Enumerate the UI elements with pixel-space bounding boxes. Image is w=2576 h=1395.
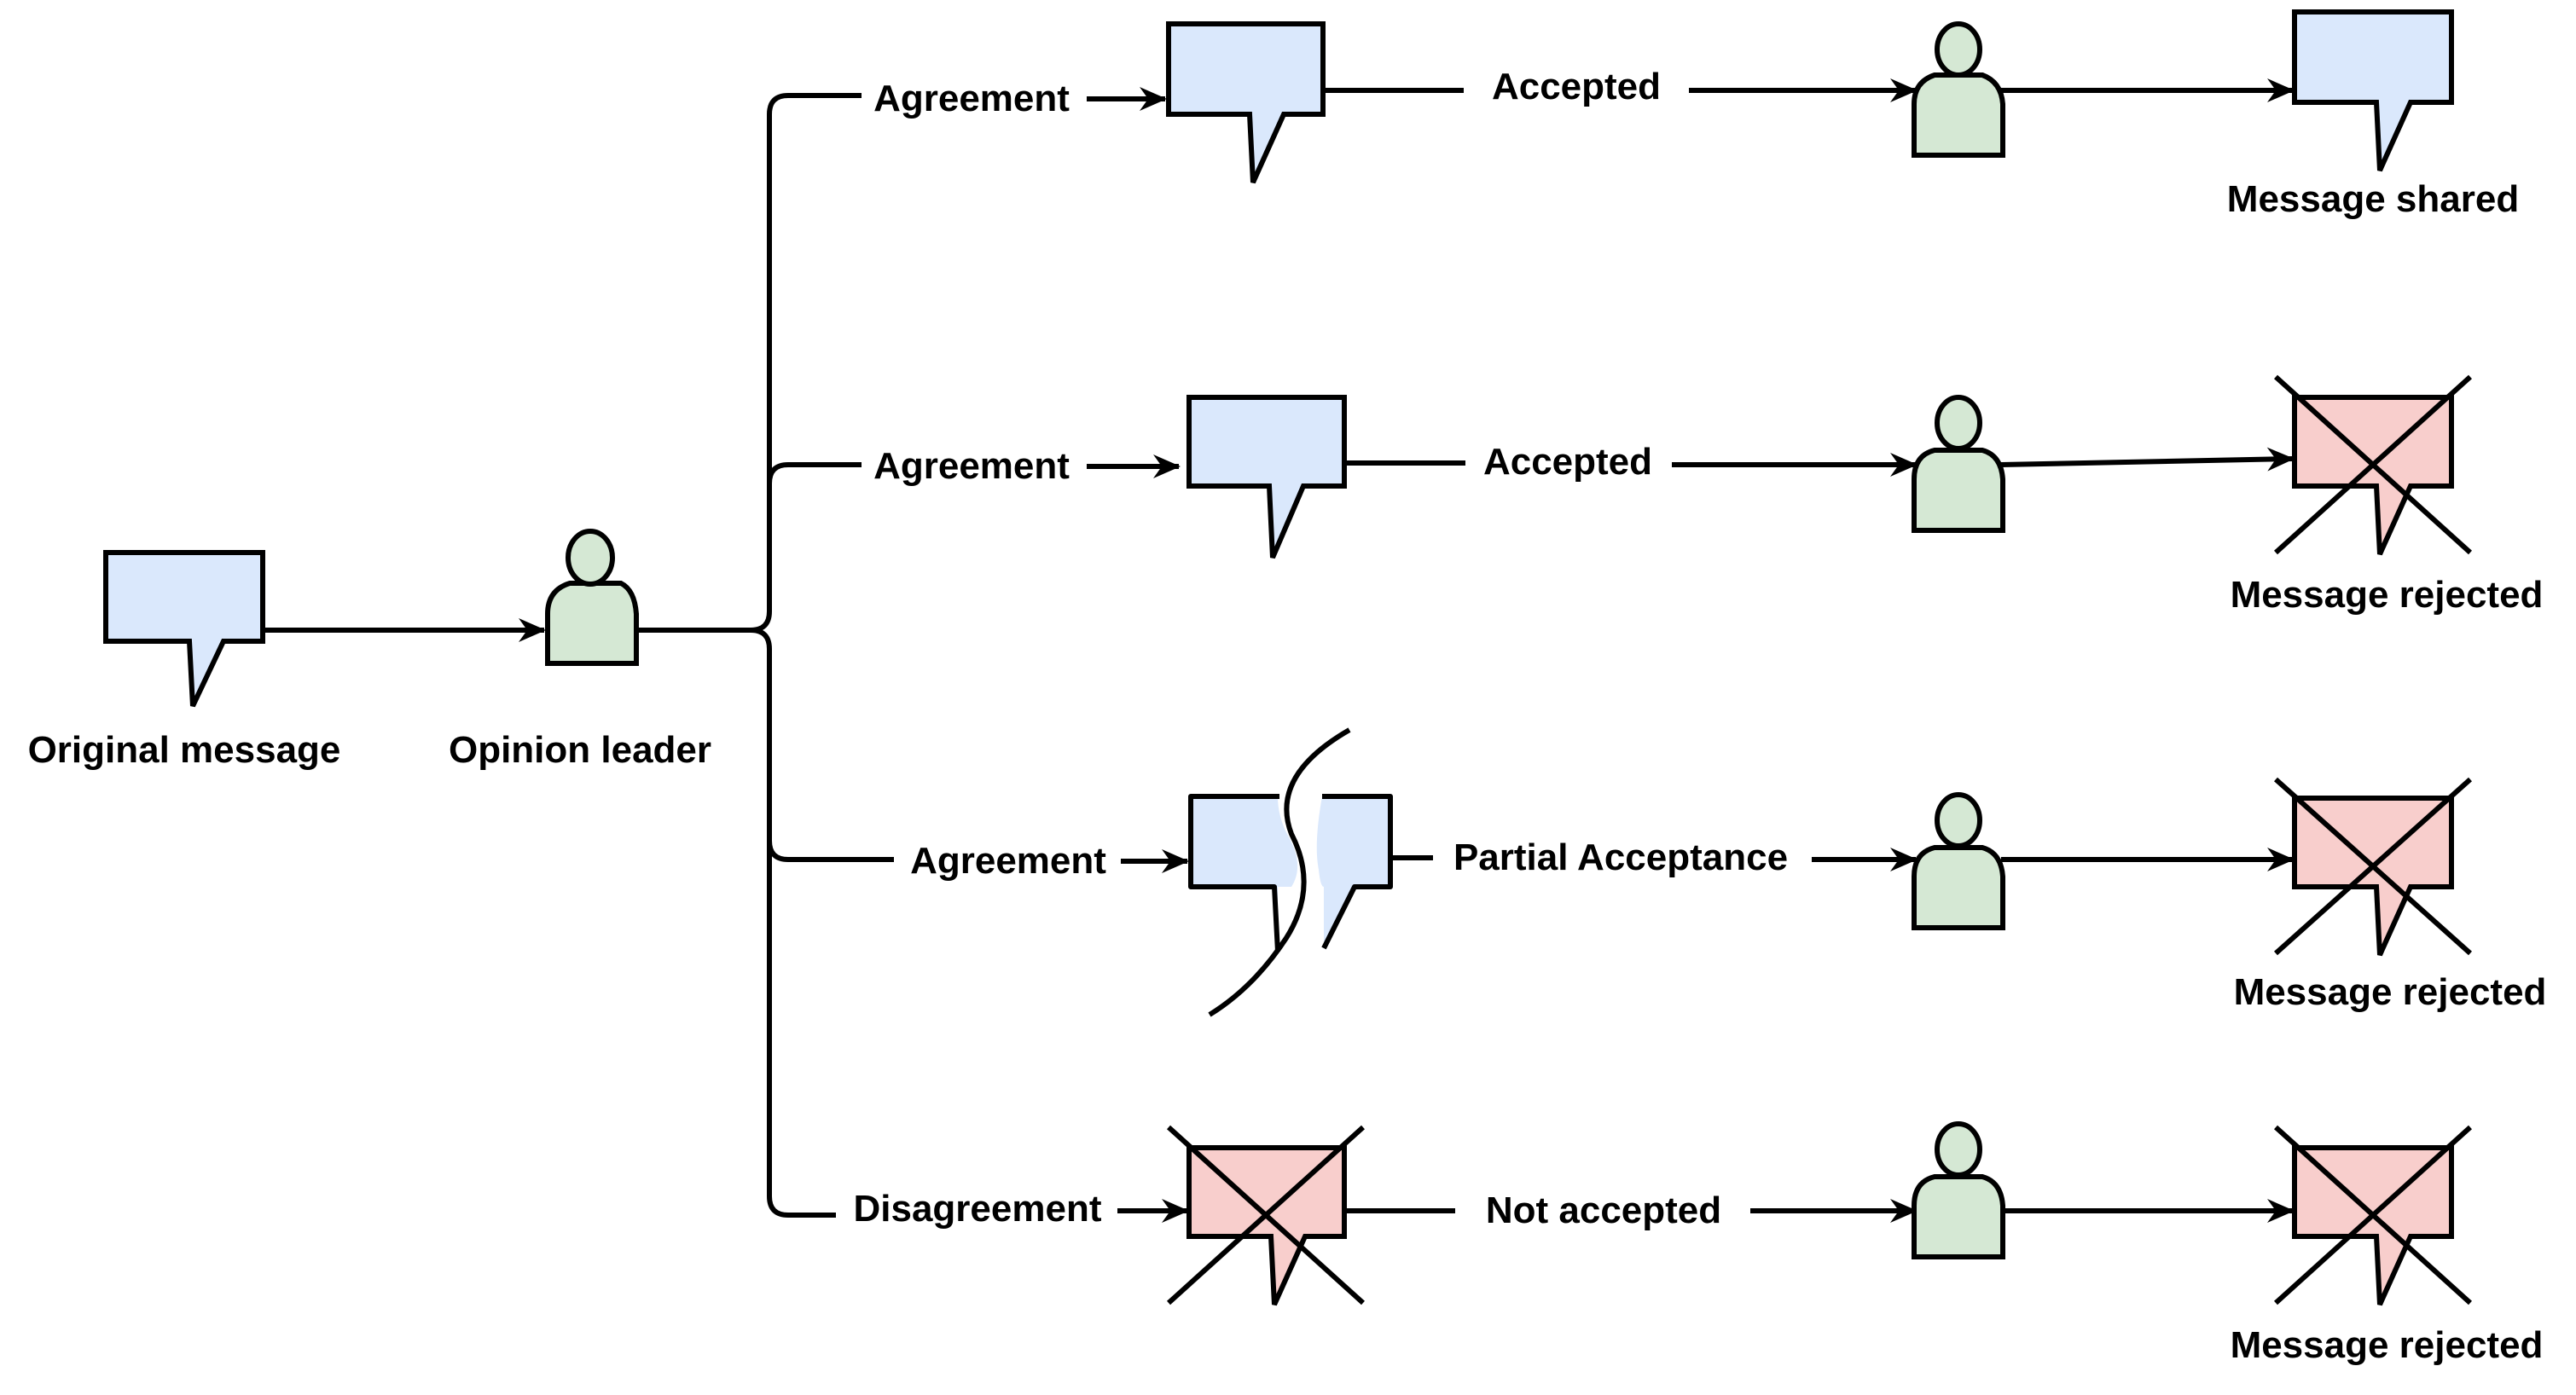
reception-label-branch-2: Accepted xyxy=(1483,441,1652,483)
edge-branch-3 xyxy=(767,840,894,862)
recipient-person-icon xyxy=(1912,1121,2005,1259)
edge-label-branch-1: Agreement xyxy=(873,78,1070,119)
outcome-label-branch-3: Message rejected xyxy=(2234,971,2547,1013)
agreement-message-icon xyxy=(1166,21,1326,184)
edge-branch-3-trunk xyxy=(750,628,836,1218)
outcome-label-branch-4: Message rejected xyxy=(2231,1324,2544,1366)
agreement-message-icon xyxy=(1186,395,1347,559)
reception-label-branch-1: Accepted xyxy=(1492,66,1661,107)
rejected-message-icon xyxy=(2273,374,2473,556)
rejected-message-icon xyxy=(1166,1125,1366,1306)
original-message-label: Original message xyxy=(28,729,341,771)
edge-label-branch-3: Agreement xyxy=(910,840,1106,882)
rejected-message-icon xyxy=(2273,1125,2473,1306)
shared-message-icon xyxy=(2292,9,2454,172)
outcome-label-branch-1: Message shared xyxy=(2227,178,2519,220)
edge-label-branch-2: Agreement xyxy=(873,445,1070,487)
recipient-person-icon xyxy=(1912,395,2005,533)
split-curve xyxy=(1208,727,1351,1017)
outcome-label-branch-2: Message rejected xyxy=(2231,574,2544,616)
edge-branch-2 xyxy=(767,462,862,484)
edge-label-branch-4: Disagreement xyxy=(853,1188,1101,1230)
original-message-icon xyxy=(103,550,265,708)
rejected-message-icon xyxy=(2273,777,2473,957)
recipient-person-icon xyxy=(1912,21,2005,158)
opinion-leader-label: Opinion leader xyxy=(449,729,711,771)
reception-label-branch-4: Not accepted xyxy=(1486,1190,1721,1231)
edge-leader-trunk xyxy=(636,93,862,633)
opinion-leader-person-icon xyxy=(545,529,639,666)
edge-b2-person-to-outcome xyxy=(2000,447,2295,472)
edges xyxy=(258,78,2295,1223)
reception-label-branch-3: Partial Acceptance xyxy=(1453,836,1788,878)
recipient-person-icon xyxy=(1912,792,2005,930)
partial-message-icon xyxy=(1188,727,1393,1017)
